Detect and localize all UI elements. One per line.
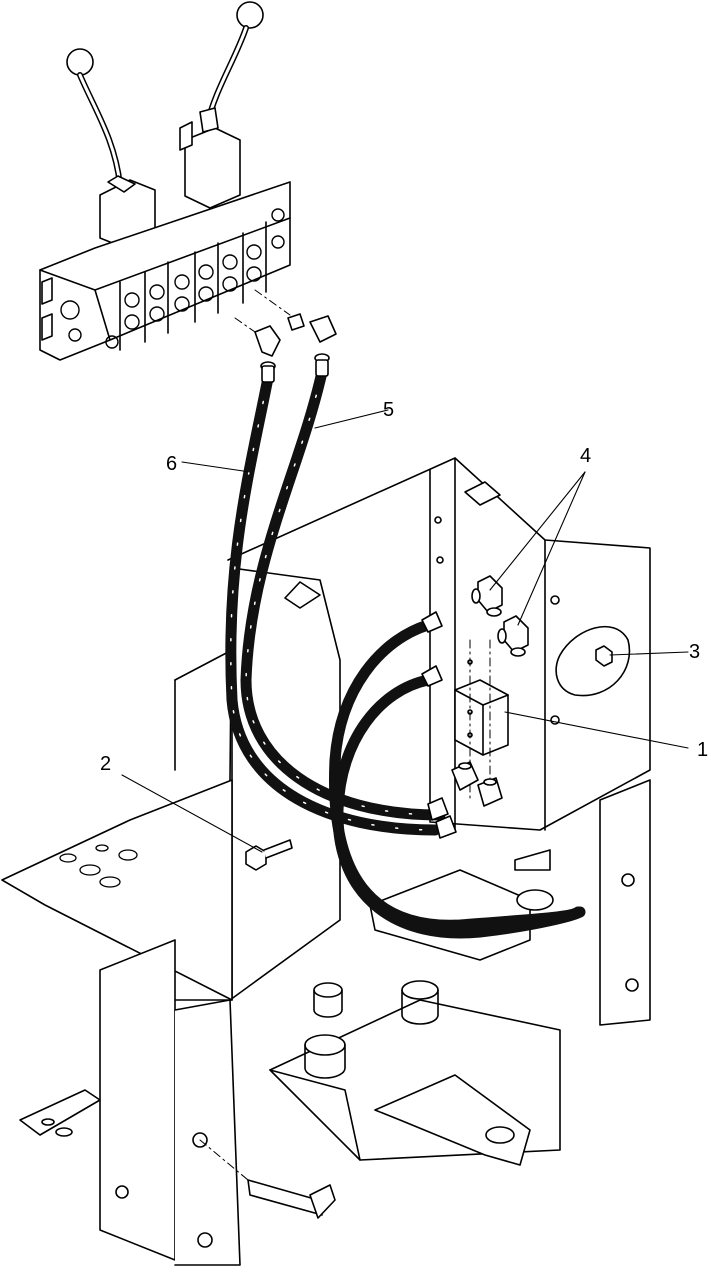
leader-4b — [517, 471, 586, 626]
callout-4: 4 — [580, 445, 591, 467]
bushings — [304, 980, 439, 1079]
frame-structure — [1, 457, 651, 1266]
callout-1: 1 — [697, 739, 708, 761]
leader-6 — [181, 461, 251, 473]
leader-lines — [121, 409, 689, 853]
callout-3: 3 — [689, 641, 700, 663]
control-lever-right — [204, 1, 264, 128]
control-valve-assembly — [39, 1, 337, 371]
leader-3 — [609, 651, 689, 656]
leader-1 — [504, 711, 689, 749]
callout-2: 2 — [100, 753, 111, 775]
elbow-fitting-upper — [471, 575, 503, 617]
hex-bolt — [245, 839, 293, 871]
lower-tee-fittings — [451, 761, 503, 807]
elbow-fitting-lower — [497, 615, 529, 657]
leader-4a — [489, 471, 586, 591]
control-lever-left — [66, 48, 123, 188]
callout-5: 5 — [383, 399, 394, 421]
hose-end-fittings — [261, 359, 457, 839]
manifold-block — [454, 639, 509, 801]
leader-2 — [121, 774, 263, 853]
callout-6: 6 — [166, 453, 177, 475]
cap-nut — [555, 625, 631, 697]
leader-5 — [314, 409, 389, 429]
hydraulic-hoses — [225, 366, 586, 939]
